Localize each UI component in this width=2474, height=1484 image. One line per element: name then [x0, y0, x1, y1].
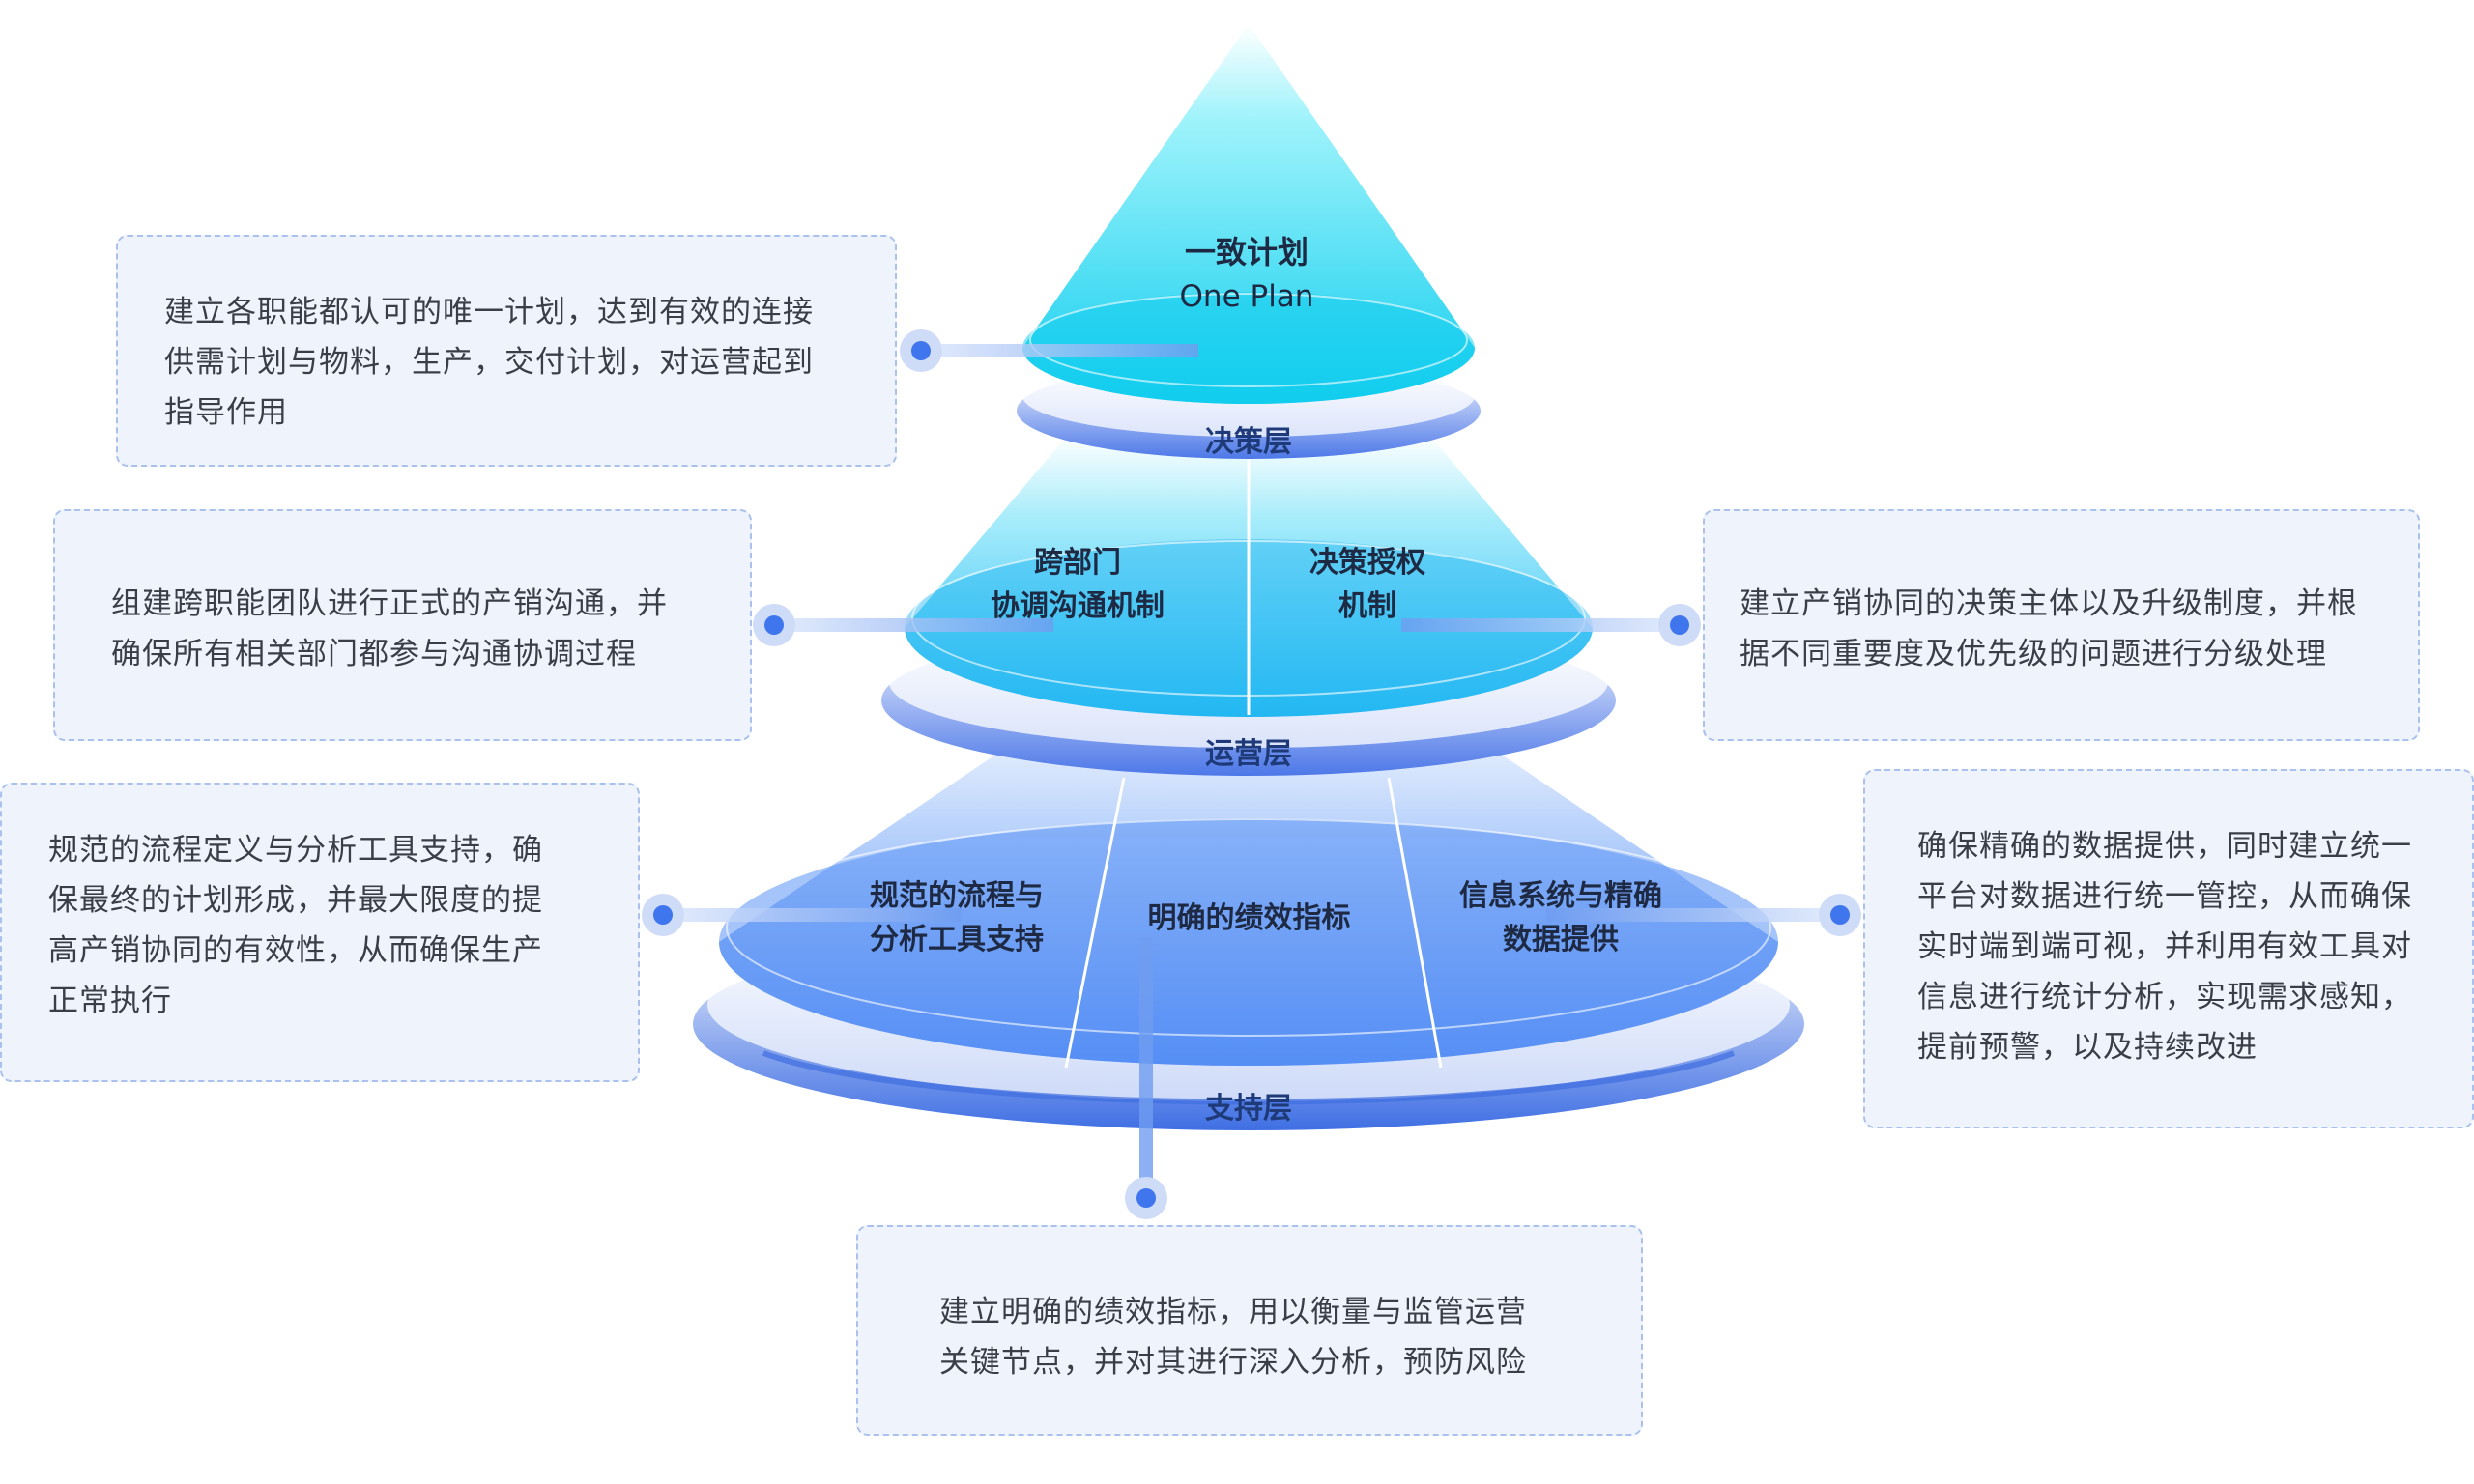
info-system-label: 信息系统与精确 数据提供 — [1425, 874, 1696, 961]
operations-tier — [881, 435, 1616, 776]
info-card-line2: 平台对数据进行统一管控，从而确保 — [1917, 879, 2412, 914]
one-plan-subtitle: One Plan — [1179, 279, 1314, 314]
process-tools-label: 规范的流程与 分析工具支持 — [831, 874, 1082, 961]
decision-layer-label: 决策层 — [1205, 425, 1292, 459]
support-tier — [693, 710, 1804, 1130]
process-card-line2: 保最终的计划形成，并最大限度的提 — [48, 883, 543, 918]
decision-card-line2: 据不同重要度及优先级的问题进行分级处理 — [1740, 637, 2327, 671]
decision-disc — [1022, 292, 1475, 404]
connector-decision — [1401, 618, 1682, 632]
support-disc-edge — [726, 818, 1771, 1037]
support-disc — [719, 818, 1778, 1066]
kpi-card: 建立明确的绩效指标，用以衡量与监管运营 关键节点，并对其进行深入分析，预防风险 — [856, 1225, 1643, 1436]
kpi-card-line1: 建立明确的绩效指标，用以衡量与监管运营 — [939, 1295, 1527, 1329]
info-card-line4: 信息进行统计分析，实现需求感知， — [1917, 980, 2412, 1014]
dot-info — [1830, 905, 1850, 925]
one-plan-card: 建立各职能都认可的唯一计划，达到有效的连接 供需计划与物料，生产，交付计划，对运… — [116, 235, 897, 467]
info-card-line3: 实时端到端可视，并利用有效工具对 — [1917, 929, 2412, 964]
dot-process — [653, 905, 673, 925]
info-card-line5: 提前预警，以及持续改进 — [1917, 1030, 2258, 1065]
connector-one-plan — [918, 344, 1198, 357]
cross-dept-card-line2: 确保所有相关部门都参与沟通协调过程 — [111, 637, 637, 671]
dot-kpi — [1136, 1188, 1156, 1208]
connector-info — [1546, 908, 1841, 922]
process-tools-label-line2: 分析工具支持 — [870, 923, 1044, 956]
process-tools-label-line1: 规范的流程与 — [870, 879, 1044, 913]
decision-auth-label-line2: 机制 — [1338, 589, 1396, 623]
process-card-line1: 规范的流程定义与分析工具支持，确 — [48, 833, 543, 868]
one-plan-label: 一致计划 One Plan — [1102, 230, 1392, 319]
connectors — [662, 344, 1841, 1198]
info-card-line1: 确保精确的数据提供，同时建立统一 — [1917, 829, 2412, 864]
decision-tier — [1017, 24, 1481, 459]
decision-auth-label: 决策授权 机制 — [1276, 541, 1459, 628]
cross-dept-card-line1: 组建跨职能团队进行正式的产销沟通，并 — [111, 586, 668, 621]
decision-card-line1: 建立产销协同的决策主体以及升级制度，并根 — [1740, 586, 2358, 621]
info-system-card: 确保精确的数据提供，同时建立统一 平台对数据进行统一管控，从而确保 实时端到端可… — [1863, 769, 2474, 1128]
one-plan-card-line3: 指导作用 — [164, 395, 288, 430]
support-layer-label: 支持层 — [1205, 1092, 1292, 1126]
process-card-line3: 高产销协同的有效性，从而确保生产 — [48, 933, 543, 968]
connector-dots — [642, 329, 1861, 1219]
support-rim — [762, 1050, 1736, 1105]
kpi-card-line2: 关键节点，并对其进行深入分析，预防风险 — [939, 1345, 1527, 1380]
kpi-label: 明确的绩效指标 — [1147, 901, 1351, 935]
connector-cross-dept — [773, 618, 1053, 632]
decision-disc-edge — [1029, 293, 1468, 387]
one-plan-title: 一致计划 — [1184, 234, 1309, 271]
connector-process — [662, 908, 962, 922]
cross-dept-label: 跨部门 协调沟通机制 — [952, 541, 1203, 628]
info-system-label-line1: 信息系统与精确 — [1459, 879, 1662, 913]
dot-one-plan — [911, 341, 931, 360]
cross-dept-card: 组建跨职能团队进行正式的产销沟通，并 确保所有相关部门都参与沟通协调过程 — [53, 509, 752, 741]
cross-dept-label-line2: 协调沟通机制 — [991, 589, 1165, 623]
dot-decision — [1670, 615, 1689, 635]
connector-kpi — [1139, 937, 1153, 1198]
support-divider-right — [1387, 777, 1443, 1069]
one-plan-card-line1: 建立各职能都认可的唯一计划，达到有效的连接 — [164, 295, 814, 329]
process-card: 规范的流程定义与分析工具支持，确 保最终的计划形成，并最大限度的提 高产销协同的… — [0, 783, 640, 1082]
one-plan-card-line2: 供需计划与物料，生产，交付计划，对运营起到 — [164, 345, 814, 380]
operations-layer-label: 运营层 — [1205, 737, 1292, 771]
decision-auth-label-line1: 决策授权 — [1309, 546, 1425, 580]
decision-card: 建立产销协同的决策主体以及升级制度，并根 据不同重要度及优先级的问题进行分级处理 — [1703, 509, 2420, 741]
dot-cross-dept — [764, 615, 784, 635]
cross-dept-label-line1: 跨部门 — [1034, 546, 1121, 580]
support-divider-left — [1064, 777, 1126, 1069]
info-system-label-line2: 数据提供 — [1503, 923, 1619, 956]
process-card-line4: 正常执行 — [48, 984, 172, 1018]
